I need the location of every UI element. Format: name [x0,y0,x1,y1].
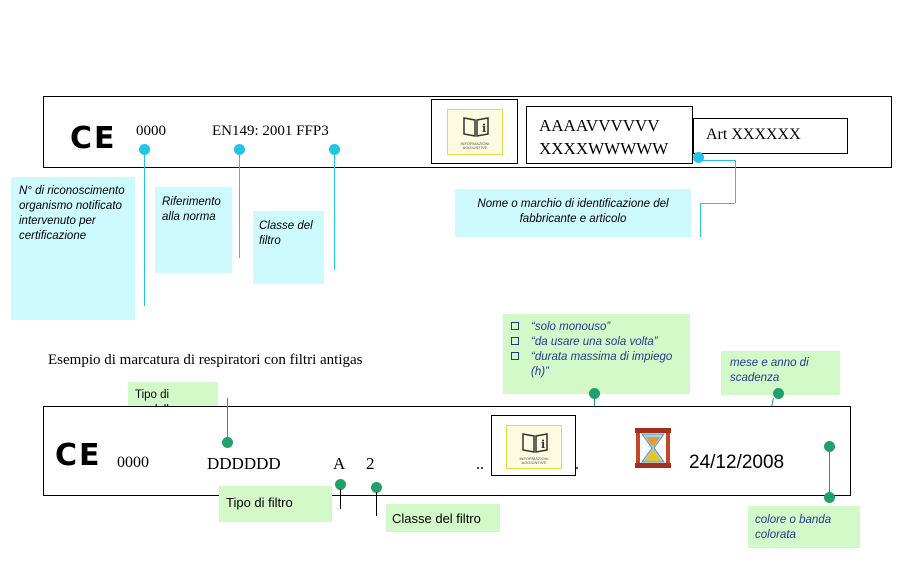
notified-body-number: 0000 [136,123,166,139]
ellipsis: .. [476,456,484,473]
trailing-dot: . [575,456,579,473]
ce-mark: CE [70,121,117,156]
filter-class-code: 2 [366,454,375,473]
usage-pointer-top [589,388,600,399]
manufacturer-leader-v2 [700,203,701,237]
manufacturer-callout: Nome o marchio di identificazione del fa… [455,189,691,237]
manufacturer-box: AAAAVVVVVV XXXXWWWWW [526,106,693,164]
filter-type-callout: Tipo di filtro [219,486,332,522]
filter-class-leader [376,492,377,516]
filter-class-leader [334,154,335,270]
usage-option-text: “durata massima di impiego (h)” [531,350,673,378]
color-band-pointer-top [824,441,835,452]
marking-frame-2 [43,406,851,496]
usage-option-text: “solo monouso” [531,321,611,333]
filter-class-pointer [371,482,382,493]
filter-type-pointer [335,479,346,490]
hourglass-icon [633,427,673,469]
article-box: Art XXXXXX [693,118,848,154]
svg-text:i: i [541,438,545,451]
notified-body-number: 0000 [117,454,149,471]
color-band-callout: colore o banda colorata [748,506,860,548]
usage-option: “solo monouso” [503,320,684,335]
information-icon: i INFORMAZIONI AGGIUNTIVE [447,109,503,155]
checkbox-icon [511,322,519,330]
standard-reference: EN149: 2001 FFP3 [212,123,329,139]
standard-leader [239,154,240,258]
manufacturer-leader-h1 [703,160,735,161]
information-icon: i INFORMAZIONI AGGIUNTIVE [506,425,562,469]
filter-type-code: A [333,454,346,473]
info-label: INFORMAZIONI AGGIUNTIVE [460,141,490,151]
manufacturer-pointer [693,152,704,163]
info-icon-box: i INFORMAZIONI AGGIUNTIVE [491,415,576,476]
notified-body-pointer [139,144,150,155]
usage-option-text: “da usare una sola volta” [531,335,658,348]
notified-body-callout: N° di riconoscimento organismo notificat… [11,177,135,320]
usage-options-callout: “solo monouso” “da usare una sola volta”… [503,314,690,394]
filter-class-pointer [329,144,340,155]
checkbox-icon [511,351,519,360]
checkbox-icon [511,336,519,345]
article-code: Art XXXXXX [706,126,801,143]
svg-text:i: i [482,122,486,135]
expiry-pointer-top [773,388,784,399]
model-code: DDDDDD [207,454,281,473]
info-label: INFORMAZIONI AGGIUNTIVE [519,456,549,466]
section-title: Esempio di marcatura di respiratori con … [48,352,363,368]
color-band-leader [829,451,830,493]
filter-type-leader [340,489,341,509]
usage-option: “da usare una sola volta” [503,335,684,350]
filter-class-callout: Classe del filtro [253,211,324,284]
manufacturer-leader-h2 [700,203,735,204]
model-type-leader [227,398,228,438]
expiry-date: 24/12/2008 [689,452,785,473]
standard-pointer [234,144,245,155]
manufacturer-line-1: AAAAVVVVVV [539,116,660,135]
color-band-pointer-bottom [824,492,835,503]
ce-mark: CE [55,438,102,473]
manufacturer-leader-v [735,160,736,203]
model-type-pointer [222,437,233,448]
filter-class-callout: Classe del filtro [386,504,500,532]
manufacturer-line-2: XXXXWWWWW [539,139,669,158]
notified-body-leader [144,154,145,306]
standard-callout: Riferimento alla norma [155,187,232,273]
info-icon-box: i INFORMAZIONI AGGIUNTIVE [431,99,518,164]
expiry-callout: mese e anno di scadenza [721,351,840,395]
usage-option: “durata massima di impiego (h)” [503,350,684,380]
